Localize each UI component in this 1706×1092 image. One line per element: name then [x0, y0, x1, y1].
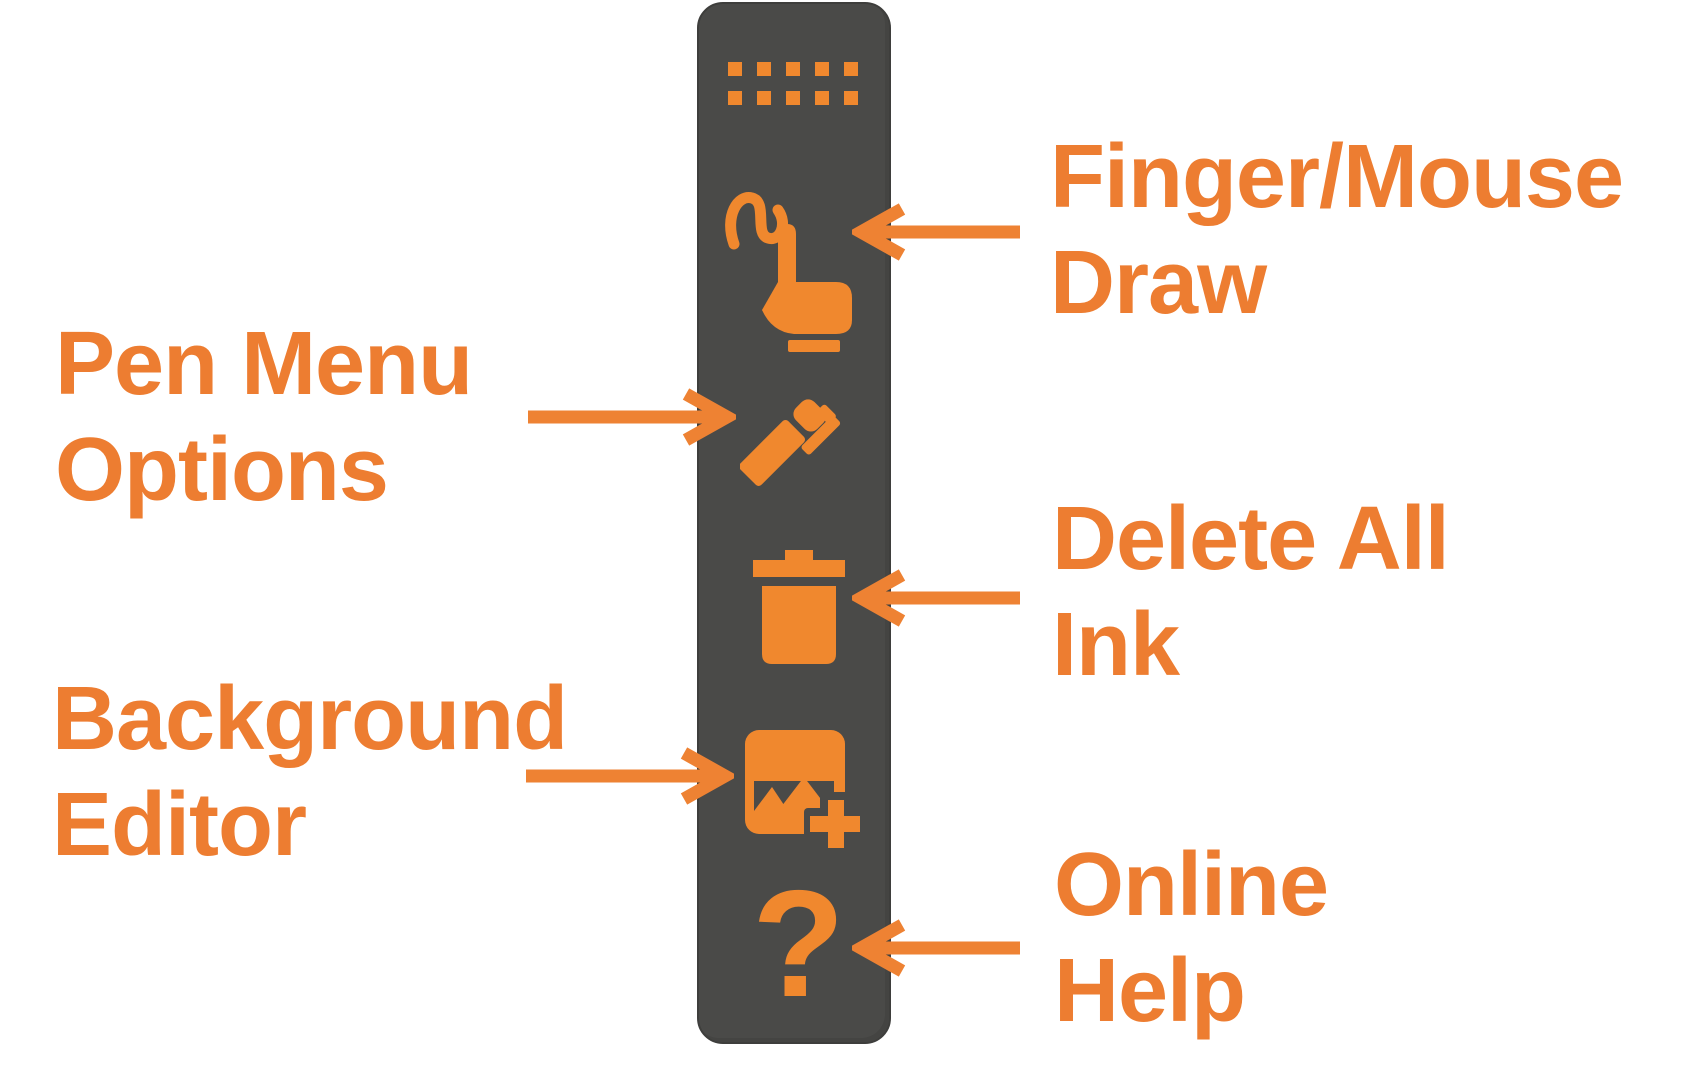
label-line: Help: [1054, 941, 1246, 1041]
label-pen-menu-options: Pen Menu Options: [55, 311, 473, 523]
arrow-finger-mouse-draw: [852, 200, 1024, 264]
label-line: Options: [55, 420, 389, 520]
arrow-delete-all-ink: [852, 566, 1024, 630]
arrow-online-help: [852, 916, 1024, 980]
label-background-editor: Background Editor: [52, 666, 568, 878]
finger-draw-icon: [725, 192, 852, 352]
label-line: Editor: [52, 775, 307, 875]
grip-dots-icon: [728, 62, 858, 105]
label-line: Finger/Mouse: [1050, 127, 1624, 227]
trash-icon: [753, 550, 845, 664]
arrow-pen-menu-options: [524, 385, 736, 449]
left-arrow-icon: [852, 203, 1020, 261]
label-line: Pen Menu: [55, 314, 473, 414]
label-line: Delete All: [1052, 489, 1450, 589]
label-line: Ink: [1052, 595, 1180, 695]
label-online-help: Online Help: [1054, 832, 1329, 1044]
image-add-icon: [745, 730, 860, 848]
label-delete-all-ink: Delete All Ink: [1052, 486, 1450, 698]
delete-all-ink-button[interactable]: [753, 550, 845, 665]
background-editor-button[interactable]: [742, 727, 866, 851]
toolbar-grip-handle[interactable]: [728, 62, 858, 105]
right-arrow-icon: [528, 388, 736, 446]
right-arrow-icon: [526, 747, 734, 805]
label-finger-mouse-draw: Finger/Mouse Draw: [1050, 124, 1624, 336]
floating-toolbar: ?: [697, 2, 891, 1044]
finger-mouse-draw-button[interactable]: [724, 182, 859, 352]
pen-icon: [740, 399, 841, 486]
left-arrow-icon: [852, 919, 1020, 977]
label-line: Online: [1054, 835, 1329, 935]
arrow-background-editor: [522, 744, 734, 808]
label-line: Background: [52, 669, 568, 769]
question-mark-icon: ?: [752, 859, 845, 1029]
pen-menu-button[interactable]: [740, 383, 852, 495]
left-arrow-icon: [852, 569, 1020, 627]
label-line: Draw: [1050, 233, 1267, 333]
